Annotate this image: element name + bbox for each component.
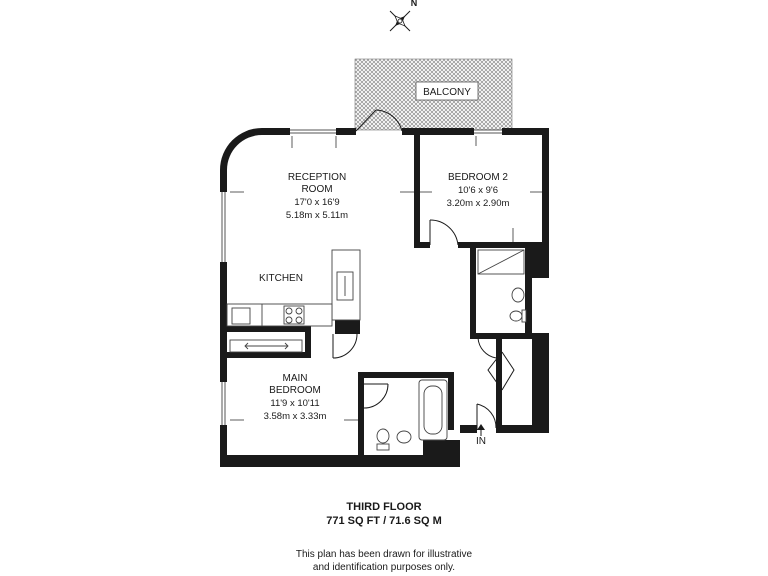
bathroom-fixtures	[376, 379, 448, 451]
disclaimer-line-1: This plan has been drawn for illustrativ…	[295, 549, 473, 560]
kitchen-fixtures	[226, 249, 361, 327]
reception-name-line1: RECEPTION	[288, 172, 346, 183]
windows	[221, 129, 502, 425]
kitchen-name: KITCHEN	[259, 273, 303, 284]
walls	[220, 128, 549, 467]
balcony-label-box	[415, 81, 479, 101]
wardrobe	[229, 339, 303, 353]
room-kitchen: KITCHEN	[259, 273, 303, 284]
door-swings	[332, 219, 515, 430]
ensuite-fixtures	[477, 249, 527, 323]
room-bedroom-2: BEDROOM 2 10'6 x 9'6 3.20m x 2.90m	[447, 172, 510, 209]
bedroom2-name: BEDROOM 2	[448, 172, 508, 183]
floor-area: 771 SQ FT / 71.6 SQ M	[326, 515, 442, 527]
bedroom2-imperial: 10'6 x 9'6	[458, 185, 498, 196]
reception-name-line2: ROOM	[301, 184, 332, 195]
main-bedroom-name-line1: MAIN	[283, 373, 308, 384]
reception-metric: 5.18m x 5.11m	[286, 210, 348, 221]
entrance-label: IN	[476, 436, 486, 447]
balcony-label: BALCONY	[423, 87, 471, 98]
entrance-marker: IN	[476, 424, 486, 447]
main-bedroom-name-line2: BEDROOM	[269, 385, 321, 396]
main-bedroom-metric: 3.58m x 3.33m	[264, 411, 327, 422]
disclaimer-line-2: and identification purposes only.	[312, 562, 456, 573]
compass-rose-icon	[389, 10, 411, 32]
room-main-bedroom: MAIN BEDROOM 11'9 x 10'11 3.58m x 3.33m	[264, 373, 327, 422]
balcony: BALCONY	[354, 58, 513, 131]
main-bedroom-imperial: 11'9 x 10'11	[270, 398, 319, 409]
dimension-markers	[230, 136, 542, 421]
north-label: N	[411, 0, 418, 8]
interior-walls	[227, 128, 542, 462]
balcony-door	[355, 109, 403, 132]
room-reception: RECEPTION ROOM 17'0 x 16'9 5.18m x 5.11m	[286, 172, 348, 221]
floor-title: THIRD FLOOR	[346, 501, 422, 513]
reception-imperial: 17'0 x 16'9	[294, 197, 339, 208]
bedroom2-metric: 3.20m x 2.90m	[447, 198, 510, 209]
